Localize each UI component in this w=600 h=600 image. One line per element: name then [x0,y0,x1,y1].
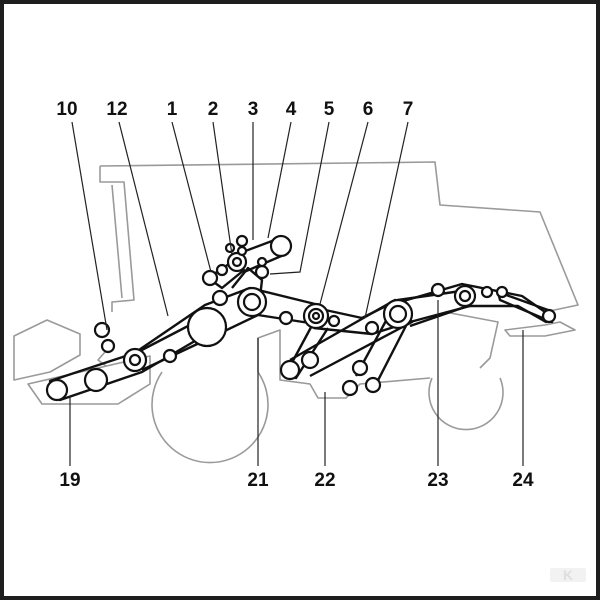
rear-axle-outline [504,321,576,337]
label-7: 7 [402,99,414,120]
label-24: 24 [512,470,534,491]
pulley-3-a [235,234,249,248]
leader-2 [212,121,233,256]
chassis-outline [444,311,499,369]
pulley-10-a [93,321,111,339]
pulley-1 [201,269,219,287]
pulley-23-idler [430,282,446,298]
label-5: 5 [323,99,335,120]
label-3: 3 [247,99,259,120]
pulley-3-b [236,245,248,257]
pulley-12-idler [162,348,178,364]
pulley-23-hub [458,289,472,303]
pulley-23-c [495,285,509,299]
brand-logo-bg [550,568,586,582]
label-4: 4 [285,99,297,120]
pulley-10-b [100,338,116,354]
pulleys [45,234,557,402]
pulley-19-b [83,367,109,393]
pulley-2-hub [231,256,243,268]
pulley-22-hub [311,311,321,321]
pulley-7-low-b [341,379,359,397]
pulley-19-front [45,378,69,402]
pulley-24 [541,308,557,324]
pulley-7-low-a [351,359,369,377]
front-wheel-outline [151,371,269,464]
machine-outline [13,161,579,464]
pulley-main-large [186,306,228,348]
label-19: 19 [59,470,81,491]
leader-12 [118,121,169,317]
belts [48,236,554,402]
pulley-22-low-b [300,350,320,370]
pulley-21-small [254,264,270,280]
cab-frame [99,166,135,312]
pulley-23-b [480,285,494,299]
label-23: 23 [427,470,449,491]
pulley-6-small [327,314,341,328]
label-22: 22 [314,470,336,491]
leader-4 [267,121,292,239]
label-2: 2 [207,99,219,120]
label-21: 21 [247,470,269,491]
pulley-1-b [215,263,229,277]
brand-logo-text: K [563,567,573,583]
brand-logo: K [550,567,586,583]
pulley-22-low [279,359,301,381]
header-outline [13,319,81,381]
pulley-7-low-c [364,376,382,394]
leader-5 [269,121,330,275]
pulley-6-idler [364,320,380,336]
leader-6 [319,121,369,305]
leader-lines [69,121,524,466]
leader-10 [71,121,108,331]
pulley-7-ring [388,304,408,324]
label-1: 1 [166,99,178,120]
pulley-4 [269,234,293,258]
leader-7 [364,121,409,319]
cab-outline [99,161,579,313]
cab-window-line [111,184,123,299]
label-12: 12 [106,99,128,120]
label-10: 10 [56,99,78,120]
pulley-21-a-hub [242,292,262,312]
pulley-19-c-hub [128,353,142,367]
pulley-upper-idler [211,289,229,307]
pulley-5 [256,256,268,268]
leader-1 [171,121,212,273]
rear-wheel-outline [428,377,504,431]
label-6: 6 [362,99,374,120]
pulley-idler-mid [278,310,294,326]
